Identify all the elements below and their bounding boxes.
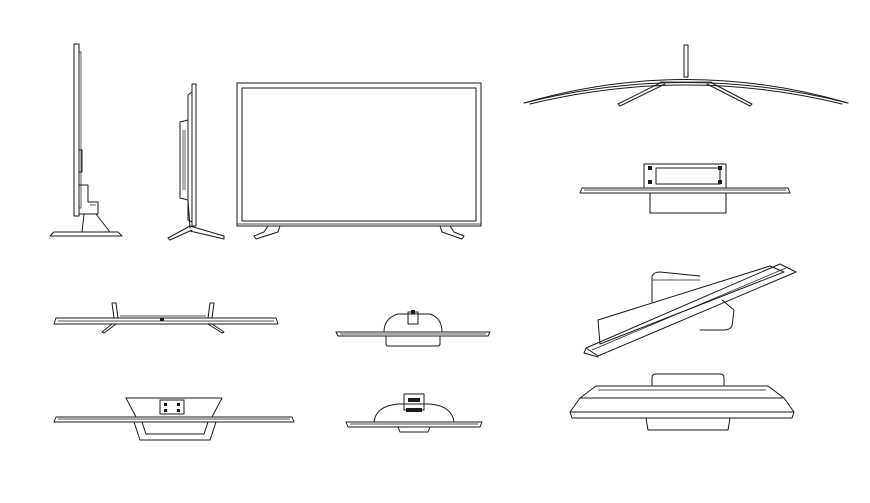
tv-side-profile-a — [49, 43, 123, 237]
tv-front-elevation — [236, 82, 482, 240]
tv-top-plan-angled-stand — [569, 373, 795, 431]
tv-top-plan-center-stand — [335, 310, 491, 347]
tv-top-plan-with-wall-stand — [579, 163, 791, 214]
tv-perspective-view — [583, 263, 797, 358]
tv-top-plan-with-leg-stand — [53, 302, 279, 334]
tv-top-plan-pedestal — [345, 393, 483, 433]
curved-tv-top-plan — [523, 44, 849, 107]
tv-top-plan-wide-stand — [53, 397, 295, 441]
tv-side-profile-b — [167, 83, 225, 241]
